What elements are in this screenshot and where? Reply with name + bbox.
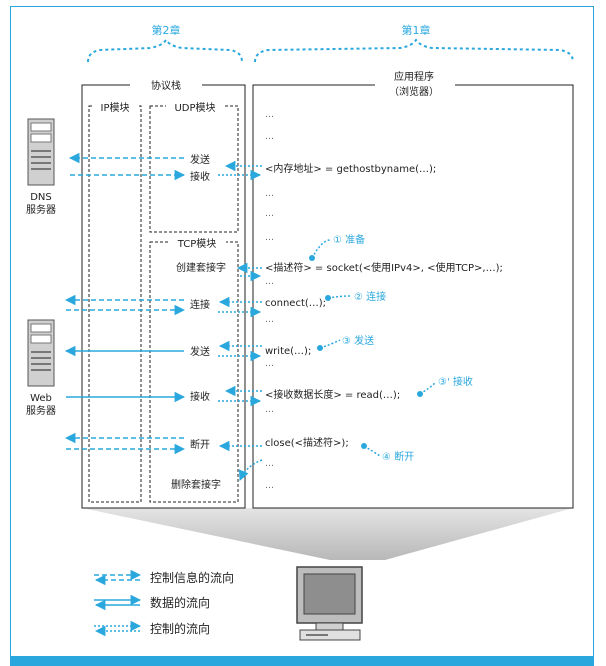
tcp-module-box	[149, 241, 239, 503]
application-subtitle: （浏览器）	[389, 85, 439, 98]
application-box	[252, 84, 574, 509]
app-line-connect: connect(…);	[265, 298, 326, 309]
app-line-socket: <描述符> = socket(<使用IPv4>, <使用TCP>,…);	[265, 261, 503, 274]
tcp-disconnect-label: 断开	[190, 438, 210, 451]
legend-data-label: 数据的流向	[150, 595, 210, 610]
app-line-write: write(…);	[265, 346, 311, 357]
web-server-icon	[27, 319, 55, 387]
monitor-icon	[296, 566, 363, 641]
udp-receive-label: 接收	[190, 170, 210, 183]
tcp-send-label: 发送	[190, 345, 210, 358]
web-server-label-1: Web	[30, 393, 52, 404]
application-title: 应用程序	[394, 70, 434, 83]
annotation-receive: ③' 接收	[438, 375, 473, 388]
app-ellipsis: …	[265, 209, 275, 219]
app-ellipsis: …	[265, 132, 275, 142]
callout-connect-dot	[325, 295, 331, 301]
chapter2-brace	[87, 38, 243, 63]
callout-send-dot	[317, 345, 323, 351]
udp-module-label: UDP模块	[174, 102, 215, 114]
annotation-prepare: ① 准备	[333, 233, 365, 246]
app-line-close: close(<描述符>);	[265, 436, 349, 449]
dns-server-label-2: 服务器	[26, 203, 56, 216]
udp-module-box	[149, 105, 239, 233]
app-ellipsis: …	[265, 233, 275, 243]
legend-control-info-label: 控制信息的流向	[150, 570, 234, 585]
tcp-receive-label: 接收	[190, 390, 210, 403]
app-line-gethostbyname: <内存地址> = gethostbyname(…);	[265, 162, 436, 175]
app-ellipsis: …	[265, 359, 275, 369]
dns-server-icon	[27, 118, 55, 186]
tcp-connect-label: 连接	[190, 298, 210, 311]
callout-prepare-line	[311, 239, 331, 259]
funnel-shape	[82, 508, 573, 560]
app-line-read: <接收数据长度> = read(…);	[265, 388, 400, 401]
annotation-disconnect: ④ 断开	[382, 450, 414, 463]
arrow-app-to-delete-socket	[238, 459, 263, 481]
app-ellipsis: …	[265, 459, 275, 469]
callout-disconnect-dot	[361, 443, 367, 449]
chapter2-label: 第2章	[152, 23, 181, 37]
chapter1-label: 第1章	[402, 23, 431, 37]
dns-server-label-1: DNS	[30, 192, 52, 203]
protocol-stack-title: 协议栈	[151, 79, 181, 92]
callout-prepare-dot	[309, 255, 315, 261]
app-ellipsis: …	[265, 189, 275, 199]
annotation-send: ③ 发送	[342, 334, 374, 347]
app-ellipsis: …	[265, 481, 275, 491]
web-server-label-2: 服务器	[26, 404, 56, 417]
tcp-delete-socket-label: 删除套接字	[171, 478, 221, 491]
ip-module-label: IP模块	[101, 102, 130, 114]
tcp-module-label: TCP模块	[177, 238, 217, 250]
app-ellipsis: …	[265, 110, 275, 120]
chapter1-brace	[254, 38, 574, 63]
udp-send-label: 发送	[190, 153, 210, 166]
annotation-connect: ② 连接	[354, 290, 386, 303]
app-ellipsis: …	[265, 277, 275, 287]
protocol-stack-box	[81, 84, 246, 509]
bottom-accent-bar	[10, 656, 594, 666]
tcp-create-socket-label: 创建套接字	[176, 261, 226, 274]
app-ellipsis: …	[265, 405, 275, 415]
callout-receive-dot	[417, 391, 423, 397]
app-ellipsis: …	[265, 315, 275, 325]
legend-control-label: 控制的流向	[150, 621, 210, 636]
